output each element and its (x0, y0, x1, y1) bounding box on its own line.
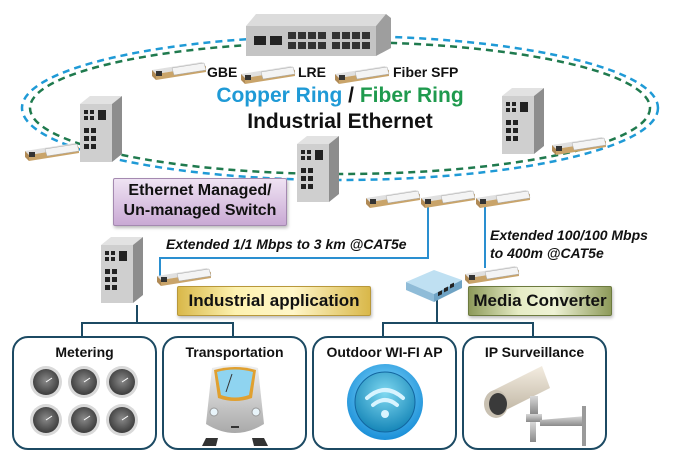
app-title: Outdoor WI-FI AP (326, 344, 443, 360)
app-title: Metering (55, 344, 114, 360)
gbe-label: GBE (207, 64, 238, 80)
train-icon (202, 365, 268, 446)
switch-type-badge: Ethernet Managed/ Un-managed Switch (113, 178, 287, 226)
gauges-icon (30, 366, 138, 436)
industrial-application-badge: Industrial application (177, 286, 371, 316)
app-box-wifi: Outdoor WI-FI AP (312, 336, 457, 450)
media-converter-icon (406, 270, 462, 302)
lre-link-line (159, 200, 429, 276)
app-box-metering: Metering (12, 336, 157, 450)
sfp-module-icon (465, 266, 520, 285)
wifi-icon (347, 364, 423, 440)
app-title: IP Surveillance (484, 344, 585, 360)
tree-left-2 (137, 322, 234, 338)
industrial-switch-right-icon (502, 88, 544, 154)
camera-icon (484, 366, 586, 446)
app-title: Transportation (185, 344, 284, 360)
sfp-module-icon (366, 190, 421, 209)
lre-extension-label: Extended 1/1 Mbps to 3 km @CAT5e (166, 236, 407, 252)
sfp-module-icon (335, 66, 390, 85)
sfp-module-icon (421, 190, 476, 209)
sfp-module-icon (157, 268, 212, 287)
core-switch-icon (246, 14, 391, 56)
sfp-module-icon (241, 66, 296, 85)
media-converter-badge: Media Converter (468, 286, 612, 316)
app-box-surveillance: IP Surveillance (462, 336, 607, 450)
sfp-module-icon (476, 190, 531, 209)
fiber-ring (28, 40, 652, 176)
sfp-module-icon (25, 143, 80, 162)
industrial-ethernet-title: Industrial Ethernet (247, 110, 433, 133)
fe-extension-label: Extended 100/100 Mbps to 400m @CAT5e (490, 227, 648, 261)
fiber-sfp-label: Fiber SFP (393, 64, 459, 80)
tree-left (81, 305, 138, 338)
tree-right-2 (437, 322, 534, 338)
industrial-switch-lower-icon (101, 237, 143, 303)
sfp-module-icon (152, 62, 207, 81)
sfp-module-icon (552, 137, 607, 156)
industrial-switch-center-icon (297, 136, 339, 202)
fiber-ring-label: Fiber Ring (359, 84, 464, 107)
ring-title: Copper Ring / Fiber Ring (216, 84, 464, 107)
industrial-switch-left-icon (80, 96, 122, 162)
tree-right (382, 300, 438, 338)
app-box-transportation: Transportation (162, 336, 307, 450)
lre-label: LRE (298, 64, 326, 80)
copper-ring-label: Copper Ring (216, 84, 343, 107)
